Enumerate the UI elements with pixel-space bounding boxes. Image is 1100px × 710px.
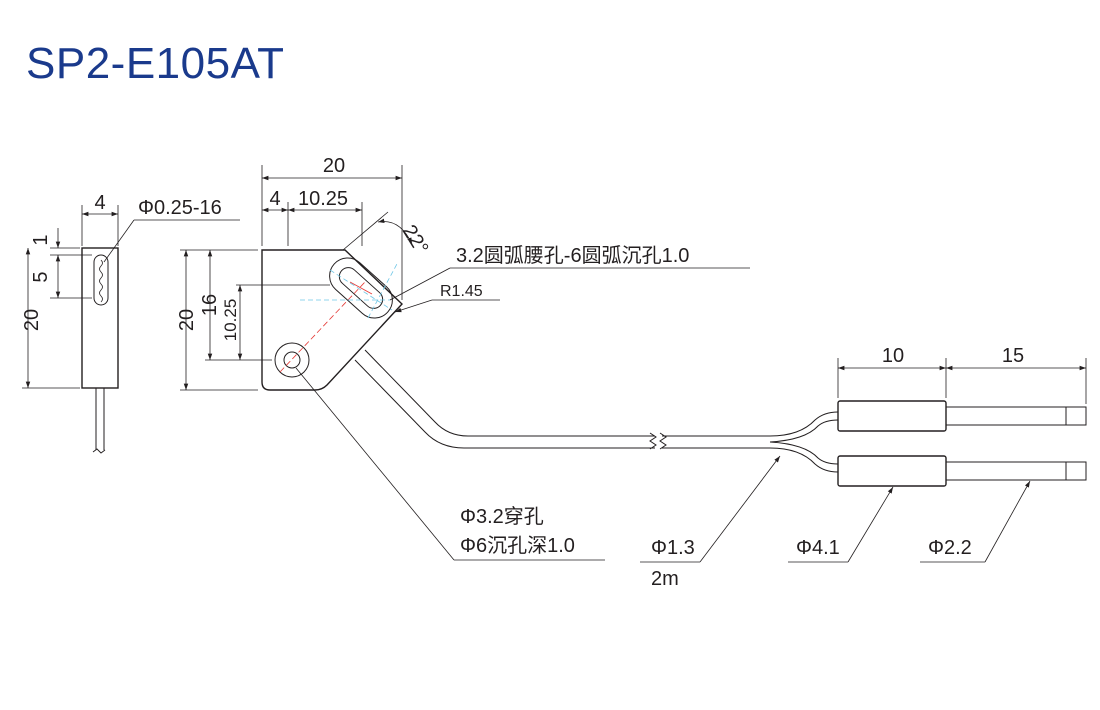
center-line-red [349,281,373,295]
side-cable-break [92,448,106,454]
leader-line [699,455,781,563]
angle-arc [377,218,413,245]
side-width-dim: 4 [94,192,105,214]
cable-dim-sleeve: 10 [882,345,904,367]
counterbore-hole [274,342,310,378]
cable-dim-tip: 15 [1002,345,1024,367]
radius-note: R1.45 [440,283,483,300]
branch-upper-inner [769,419,839,443]
leader-line [295,367,455,561]
cable-outline-bottom [354,359,655,449]
front-dim-10-25: 10.25 [221,299,240,342]
leader-line [847,486,894,563]
cable-diameter: Φ1.3 [651,537,695,559]
cable-assembly: 10 15 Φ1.3 2m Φ4.1 Φ2.2 [354,345,1087,590]
side-body-outline [81,247,119,389]
fiber-coil [99,259,103,303]
fiber-window [93,254,109,306]
front-angle: 22° [398,221,433,258]
fiber-label: Φ0.25-16 [138,197,222,219]
side-dim-height: 20 [21,309,43,331]
front-dim-total-width: 20 [323,155,345,177]
front-dim-height: 20 [176,309,198,331]
leader-line [984,480,1031,563]
side-dim-window: 5 [30,271,52,282]
center-line-red [279,281,366,373]
lower-tip [945,461,1087,481]
leader-line [103,219,135,263]
branch-lower-outer [769,447,839,473]
front-body-outline [261,249,403,391]
angle-ext-line [342,211,389,251]
upper-tip [945,406,1087,426]
side-dim-top: 1 [30,234,52,245]
lower-sleeve [837,455,947,487]
tip-diameter: Φ2.2 [928,537,972,559]
leader-line [389,267,451,301]
front-dim-offset: 10.25 [298,188,348,210]
leader-line [394,299,433,313]
slot-note: 3.2圆弧腰孔-6圆弧沉孔1.0 [456,244,689,267]
branch-upper-outer [769,411,839,437]
page-title: SP2-E105AT [26,39,285,88]
cable-outline-top [364,349,655,437]
center-line-cyan [329,269,393,311]
slot-hole [329,257,393,319]
front-dim-left: 4 [269,188,280,210]
center-line-cyan [367,261,399,319]
cable-length: 2m [651,568,679,590]
cable-break-left [649,432,657,450]
hole-note-counterbore: Φ6沉孔深1.0 [460,534,575,557]
front-view: 20 4 10.25 20 16 10.25 22° 3.2圆弧腰孔-6圆弧沉孔… [176,155,750,561]
cable-break-right [659,432,667,450]
side-view: 4 Φ0.25-16 1 5 20 [21,192,240,454]
branch-lower-inner [769,441,839,465]
sleeve-diameter: Φ4.1 [796,537,840,559]
upper-sleeve [837,400,947,432]
through-hole [283,351,301,369]
front-dim-16: 16 [199,294,221,316]
hole-note-through: Φ3.2穿孔 [460,505,544,528]
